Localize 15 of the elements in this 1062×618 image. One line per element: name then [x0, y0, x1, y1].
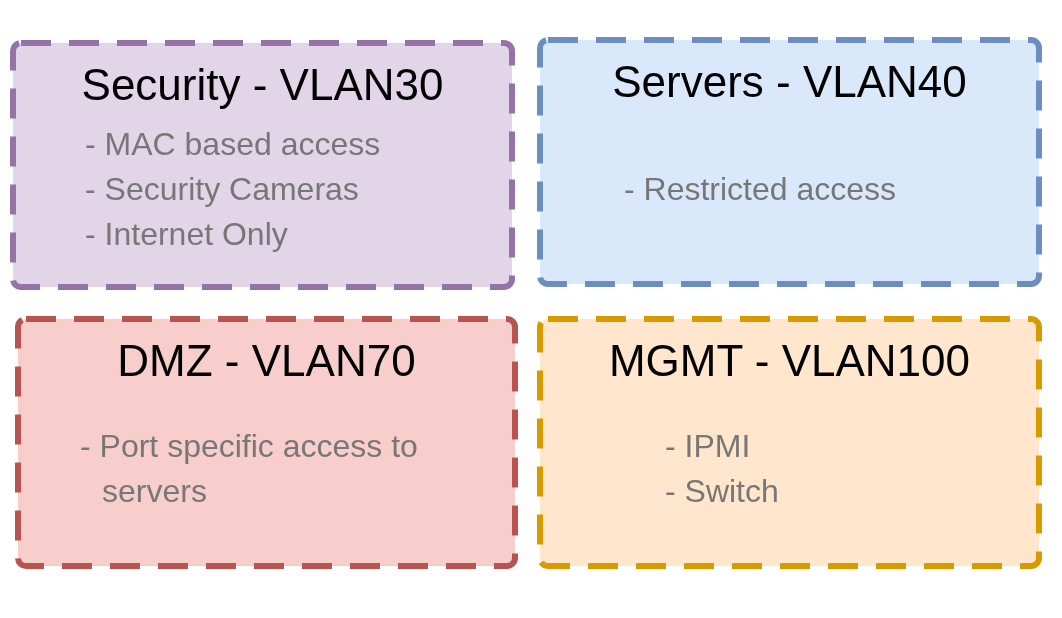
list-item: - Security Cameras	[85, 170, 360, 209]
list-item: - Switch	[665, 472, 780, 511]
zone-title: Servers - VLAN40	[611, 57, 968, 107]
zone-title: Security - VLAN30	[80, 60, 445, 110]
list-item: - IPMI	[665, 427, 752, 466]
zone-box	[537, 316, 1042, 569]
list-item: - Internet Only	[85, 215, 289, 254]
zone-box	[10, 40, 515, 290]
zone-box	[15, 316, 518, 569]
list-item: - Port specific access to servers	[80, 427, 419, 511]
list-item: - MAC based access	[85, 125, 382, 164]
zone-box	[537, 37, 1042, 287]
list-item: - Restricted access	[624, 170, 898, 209]
zone-title: DMZ - VLAN70	[116, 336, 417, 386]
zone-title: MGMT - VLAN100	[607, 336, 972, 386]
